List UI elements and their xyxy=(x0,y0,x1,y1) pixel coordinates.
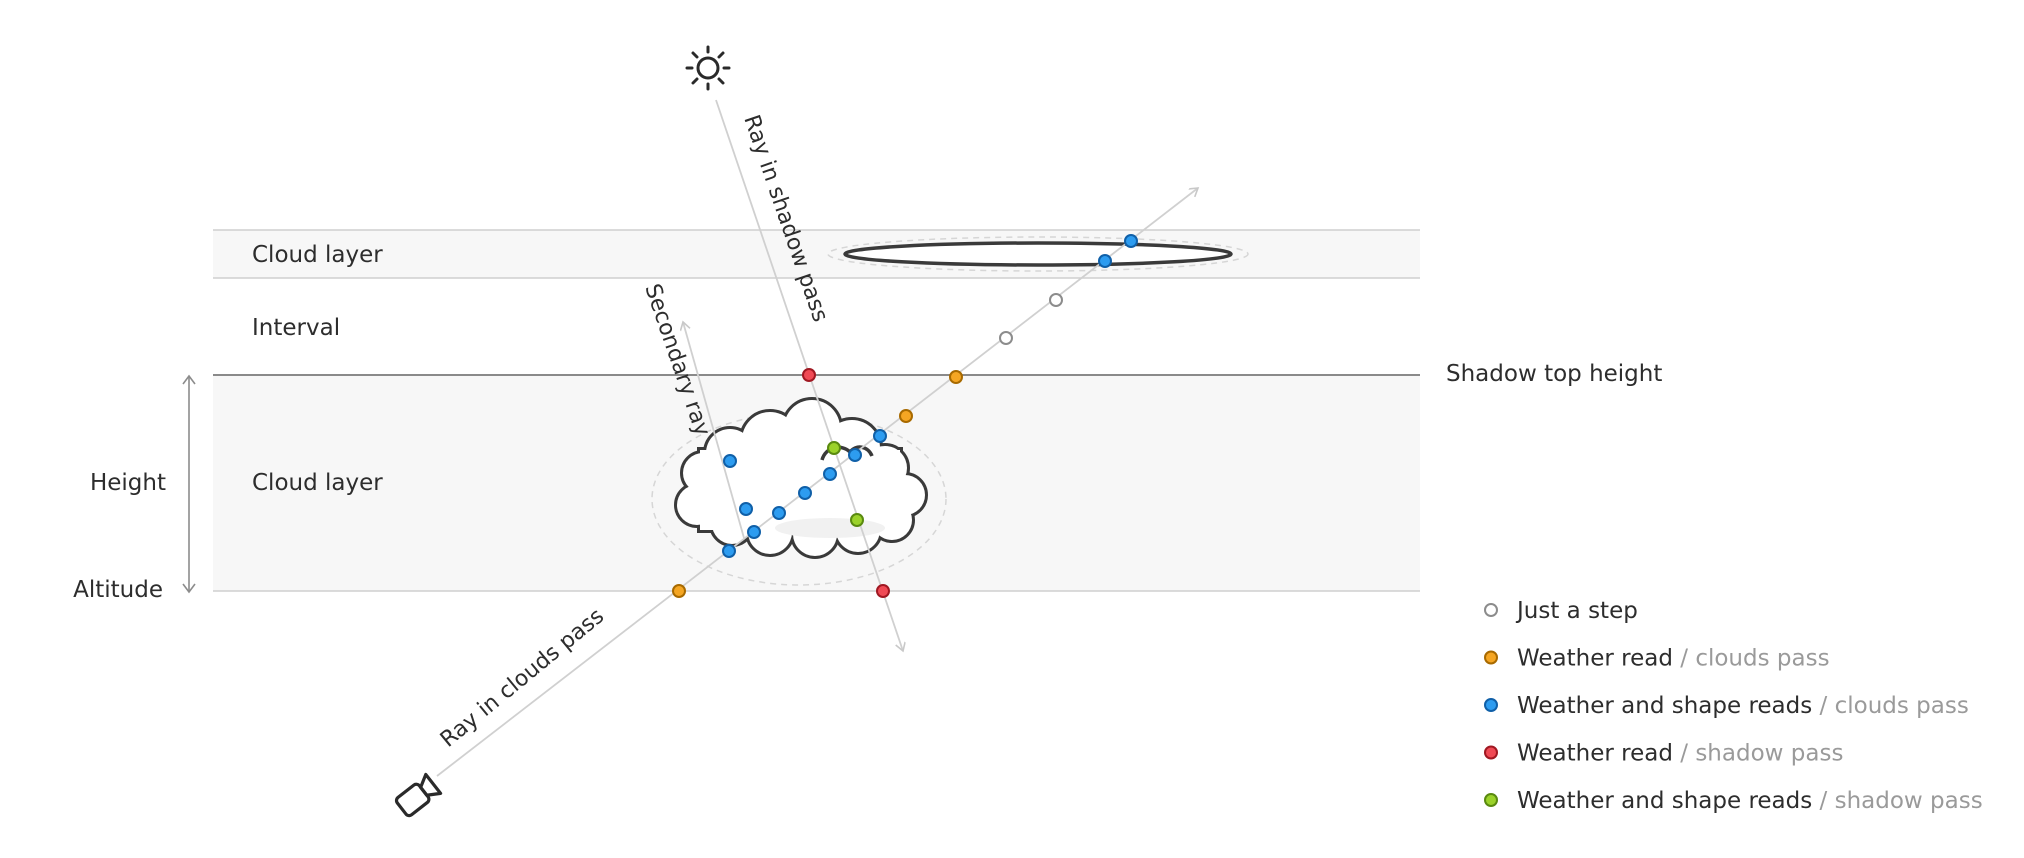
weather-shape-clouds-point xyxy=(798,486,812,500)
weather-read-shadow-marker xyxy=(1484,745,1498,760)
height-double-arrow xyxy=(182,374,196,594)
legend-item: Weather read / shadow pass xyxy=(1484,741,1843,767)
weather-read-clouds-point xyxy=(949,370,963,384)
clouds-pass-ray xyxy=(436,188,1198,777)
legend-main-text: Weather read xyxy=(1517,646,1673,672)
step-point xyxy=(1049,293,1063,307)
height-label: Height xyxy=(90,470,166,496)
clouds-pass-ray-label: Ray in clouds pass xyxy=(436,604,609,753)
legend-label: Just a step xyxy=(1515,598,1638,624)
weather-read-clouds-marker xyxy=(1484,650,1498,665)
legend-item: Weather and shape reads / clouds pass xyxy=(1484,693,1969,719)
legend-main-text: Weather read xyxy=(1517,741,1673,767)
weather-shape-clouds-point xyxy=(772,506,786,520)
altitude-label: Altitude xyxy=(73,577,163,603)
legend-main-text: Just a step xyxy=(1515,598,1638,624)
legend-item: Just a step xyxy=(1484,598,1638,624)
upper-thin-cloud xyxy=(843,241,1233,267)
step-marker xyxy=(1484,603,1498,617)
lower-cloud-layer-label: Cloud layer xyxy=(252,470,383,496)
legend-pass-text: / clouds pass xyxy=(1673,646,1830,672)
upper-cloud-dashed-outline xyxy=(827,236,1249,272)
weather-read-clouds-point xyxy=(672,584,686,598)
weather-read-shadow-point xyxy=(802,368,816,382)
weather-shape-clouds-marker xyxy=(1484,698,1498,712)
sun-icon xyxy=(685,45,731,91)
weather-shape-shadow-marker xyxy=(1484,793,1498,807)
legend-label: Weather read / shadow pass xyxy=(1517,741,1843,767)
step-point xyxy=(999,331,1013,345)
legend-item: Weather read / clouds pass xyxy=(1484,646,1830,672)
legend-label: Weather and shape reads / shadow pass xyxy=(1517,788,1983,814)
shadow-pass-ray-label: Ray in shadow pass xyxy=(738,112,832,325)
legend-pass-text: / clouds pass xyxy=(1812,693,1969,719)
weather-shape-clouds-point xyxy=(723,454,737,468)
weather-read-clouds-point xyxy=(899,409,913,423)
camera-icon xyxy=(394,772,443,818)
weather-shape-clouds-point xyxy=(722,544,736,558)
upper-cloud-layer-label: Cloud layer xyxy=(252,242,383,268)
weather-shape-shadow-point xyxy=(850,513,864,527)
weather-shape-clouds-point xyxy=(823,467,837,481)
weather-shape-clouds-point xyxy=(747,525,761,539)
shadow-top-height-label: Shadow top height xyxy=(1446,361,1662,387)
legend-label: Weather read / clouds pass xyxy=(1517,646,1830,672)
secondary-ray xyxy=(683,322,745,539)
legend-pass-text: / shadow pass xyxy=(1812,788,1982,814)
weather-shape-clouds-point xyxy=(739,502,753,516)
interval-label: Interval xyxy=(252,315,340,341)
weather-read-shadow-point xyxy=(876,584,890,598)
legend-label: Weather and shape reads / clouds pass xyxy=(1517,693,1969,719)
weather-shape-clouds-point xyxy=(1098,254,1112,268)
sample-points xyxy=(672,234,1138,598)
cumulus-cloud-dashed-outline xyxy=(651,412,947,586)
legend-main-text: Weather and shape reads xyxy=(1517,788,1812,814)
legend-item: Weather and shape reads / shadow pass xyxy=(1484,788,1983,814)
weather-shape-shadow-point xyxy=(827,441,841,455)
legend-main-text: Weather and shape reads xyxy=(1517,693,1812,719)
weather-shape-clouds-point xyxy=(848,448,862,462)
weather-shape-clouds-point xyxy=(873,429,887,443)
legend-pass-text: / shadow pass xyxy=(1673,741,1843,767)
weather-shape-clouds-point xyxy=(1124,234,1138,248)
